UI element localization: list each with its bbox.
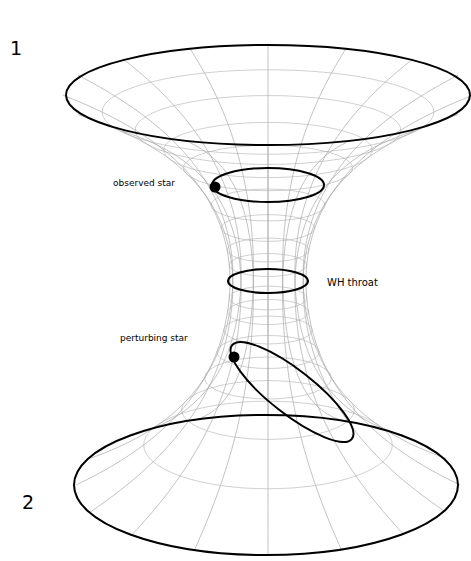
star-label: observed star (113, 179, 175, 189)
grid-meridian (295, 59, 413, 436)
upper-rim (66, 45, 470, 145)
grid-meridian (283, 142, 347, 549)
lower-rim (74, 415, 458, 555)
throat-label: WH throat (327, 277, 378, 288)
region-number: 1 (10, 38, 22, 59)
grid-latitude (217, 335, 319, 368)
observed-star-dot (210, 182, 221, 193)
grid-meridian (63, 95, 230, 485)
grid-meridian (268, 44, 269, 415)
grid-latitude (221, 215, 315, 242)
star-label: perturbing star (120, 334, 188, 344)
throat-ring (228, 269, 308, 293)
surface-grid (63, 44, 471, 555)
grid-latitude (224, 316, 312, 344)
grid-latitude (228, 299, 309, 324)
grid-meridian (78, 115, 233, 512)
grid-meridian (78, 75, 233, 458)
grid-latitude (164, 122, 372, 177)
grid-latitude (182, 381, 355, 440)
grid-meridian (189, 48, 253, 421)
region-number: 2 (22, 492, 34, 513)
grid-latitude (211, 189, 325, 221)
grid-meridian (123, 59, 241, 436)
grid-latitude (102, 70, 434, 154)
perturbing-orbit (219, 328, 366, 456)
grid-latitude (227, 238, 309, 262)
grid-meridian (295, 131, 413, 534)
grid-latitude (135, 96, 401, 165)
grid-meridian (306, 95, 471, 485)
observed-orbit (212, 168, 324, 202)
grid-meridian (303, 75, 458, 458)
perturbing-star-dot (229, 352, 240, 363)
grid-latitude (205, 357, 332, 399)
